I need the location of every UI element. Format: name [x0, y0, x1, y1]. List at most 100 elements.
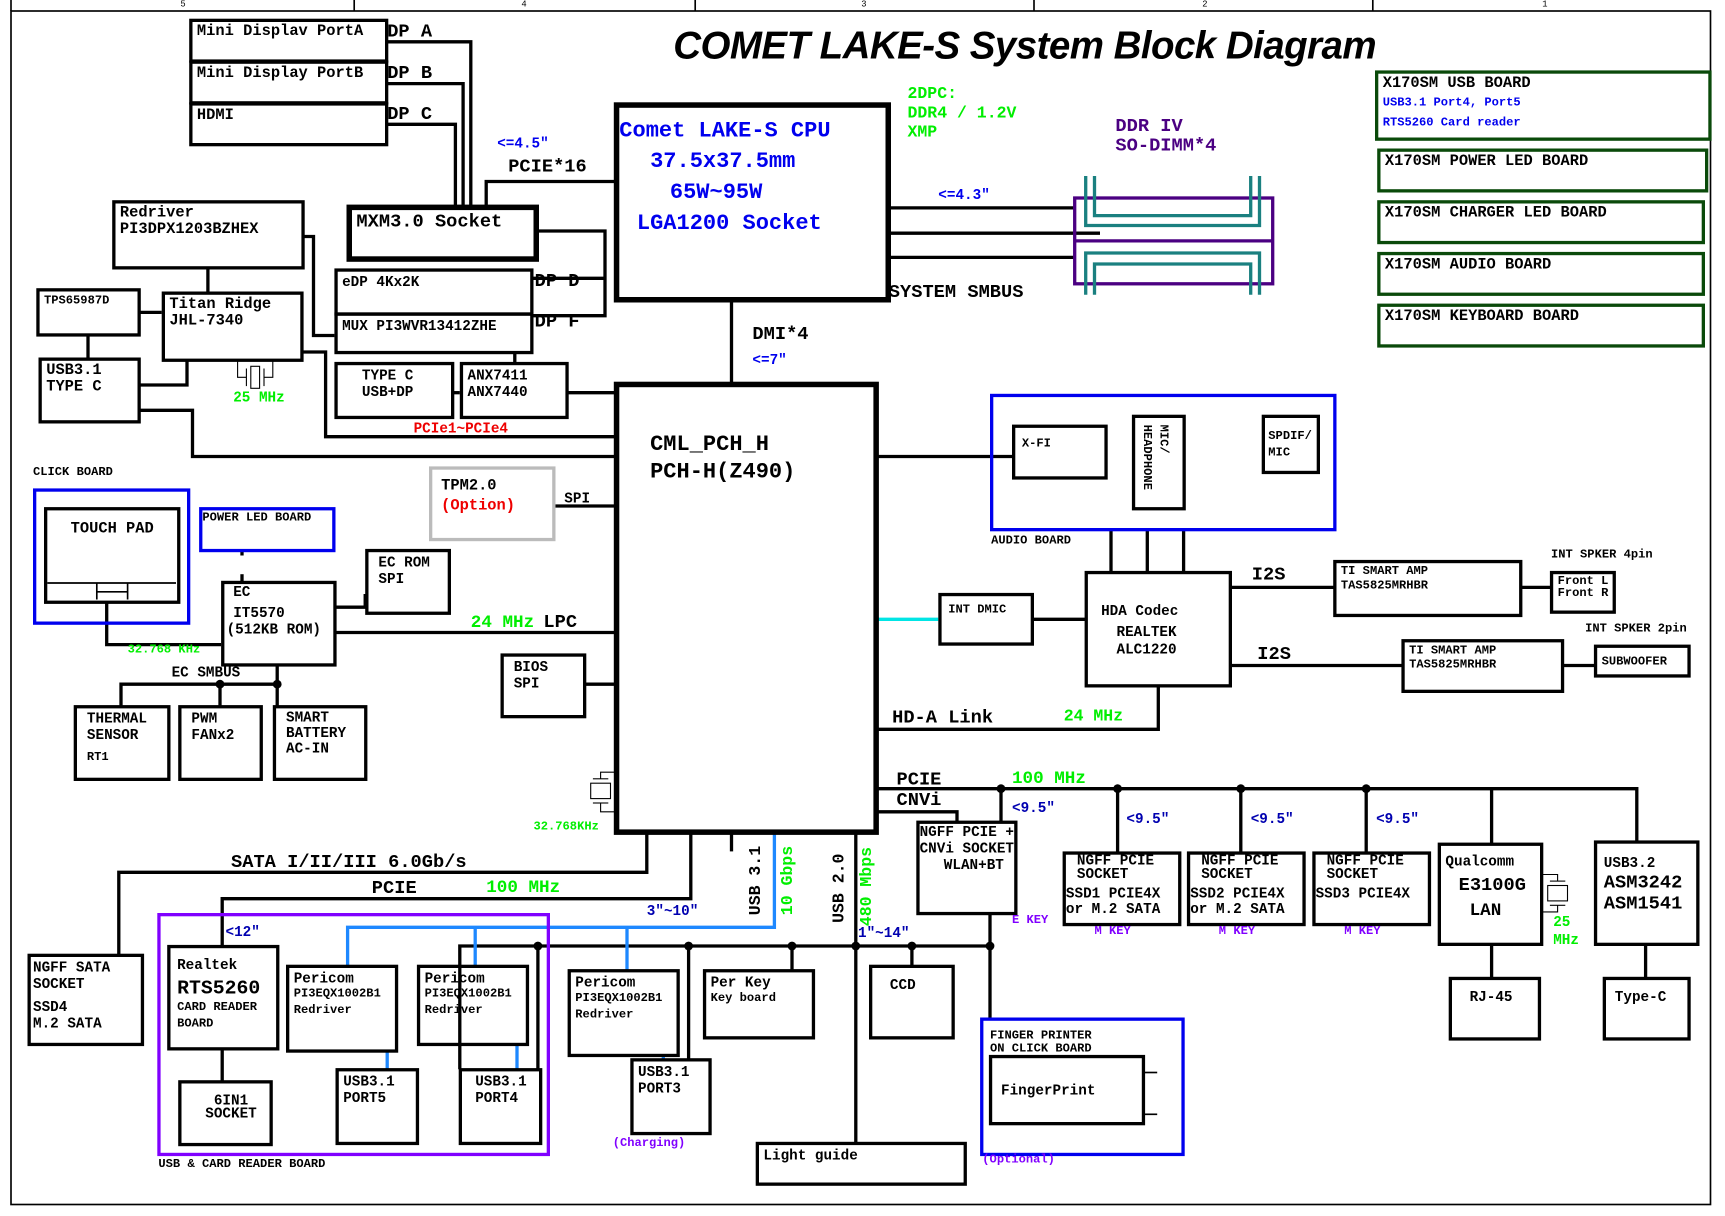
ssd3-length: <9.5": [1376, 810, 1420, 828]
power-led-board-block: X170SM POWER LED BOARD: [1377, 148, 1709, 193]
charger-led-board-block: X170SM CHARGER LED BOARD: [1377, 200, 1705, 245]
i2s-label: I2S: [1251, 565, 1286, 587]
cnvi-label: CNVi: [896, 790, 942, 812]
dimm-label-2: SO-DIMM*4: [1115, 136, 1217, 158]
mux-block: MUX PI3WVR13412ZHE: [334, 312, 534, 355]
ssd2-length: <9.5": [1250, 810, 1294, 828]
card-reader-clock-label: 100 MHz: [486, 877, 561, 898]
subwoofer-block: SUBWOOFER: [1593, 644, 1691, 678]
zone-label: 5: [180, 0, 186, 10]
memory-dpc: 2DPC:: [907, 84, 958, 104]
audio-board-block: X170SM AUDIO BOARD: [1377, 251, 1705, 296]
usb31-bus-label: USB 3.1: [746, 845, 766, 916]
hda-clock-label: 24 MHz: [1063, 707, 1124, 726]
usb-card-reader-board-outline: [157, 913, 551, 1157]
light-guide-block: Light guide: [755, 1141, 967, 1186]
rj45-port-block: RJ-45: [1448, 976, 1542, 1041]
crystal-icon: [237, 360, 1569, 913]
dp-f-label: DP F: [534, 312, 580, 334]
spdif-mic-jack: SPDIF/ MIC: [1261, 414, 1320, 475]
lan-clock-unit: MHz: [1553, 931, 1579, 949]
pcie-clock-label: 100 MHz: [1012, 768, 1086, 789]
tpm-block: TPM2.0(Option): [429, 466, 556, 542]
usb-card-reader-board-label: USB & CARD READER BOARD: [158, 1158, 326, 1172]
int-speaker-2pin-label: INT SPKER 2pin: [1585, 622, 1687, 636]
usb31-traces: [345, 832, 777, 1070]
dp-a-label: DP A: [387, 22, 433, 43]
e-key-label: E KEY: [1012, 914, 1049, 928]
mini-dp-b-block: Mini Display PortB: [189, 60, 389, 105]
pcie16-length: <=4.5": [497, 135, 549, 152]
usb20-length: 1"~14": [858, 925, 910, 942]
int-speaker-4pin-label: INT SPKER 4pin: [1551, 548, 1653, 563]
pcie1-4-label: PCIe1~PCIe4: [413, 420, 509, 437]
memory-xmp: XMP: [907, 123, 938, 142]
touchpad-block: TOUCH PAD: [44, 507, 181, 604]
memory-length: <=4.3": [938, 187, 990, 204]
junction-dots: [215, 679, 1371, 951]
sheet-frame: [10, 10, 1712, 1206]
spi-label: SPI: [564, 490, 591, 508]
tps65987d-block: TPS65987D: [36, 288, 141, 337]
int-dmic-block: INT DMIC: [938, 592, 1034, 646]
dimm-slots-icon: [1073, 176, 1275, 295]
fingerprint-sensor-block: FingerPrint: [988, 1054, 1146, 1126]
usb20-speed-label: 480 Mbps: [858, 846, 877, 927]
mic-headphone-jack: MIC/ HEADPHONE: [1131, 414, 1186, 511]
memory-type: DDR4 / 1.2V: [907, 104, 1017, 124]
ec-crystal-label: 32.768 KHz: [127, 643, 201, 657]
ec-smbus-label: EC SMBUS: [171, 664, 241, 681]
card-reader-length: <12": [225, 924, 260, 941]
zone-label: 3: [861, 0, 867, 10]
dp-d-label: DP D: [534, 271, 580, 293]
m-key-label: M KEY: [1094, 925, 1131, 939]
wlan-length: <9.5": [1012, 799, 1055, 817]
usb20-bus-label: USB 2.0: [830, 853, 850, 923]
lpc-label: LPC: [543, 612, 578, 634]
titan-crystal-label: 25 MHz: [233, 389, 285, 406]
i2s-label: I2S: [1257, 644, 1291, 666]
dp-b-label: DP B: [387, 63, 433, 85]
zone-label: 1: [1542, 0, 1548, 10]
power-led-board-outline: POWER LED BOARD: [199, 507, 336, 553]
click-board-label: CLICK BOARD: [33, 466, 113, 480]
dmi-length: <=7": [752, 352, 787, 369]
black-wires: [86, 40, 1648, 1143]
dp-c-label: DP C: [387, 104, 433, 126]
keyboard-board-block: X170SM KEYBOARD BOARD: [1377, 303, 1705, 348]
edp-block: eDP 4Kx2K: [334, 268, 534, 316]
zone-label: 4: [521, 0, 527, 10]
optional-note: (Optional): [982, 1153, 1055, 1168]
ccd-camera-block: CCD: [869, 964, 955, 1040]
touchpad-buttons-icon: [47, 582, 1158, 1116]
